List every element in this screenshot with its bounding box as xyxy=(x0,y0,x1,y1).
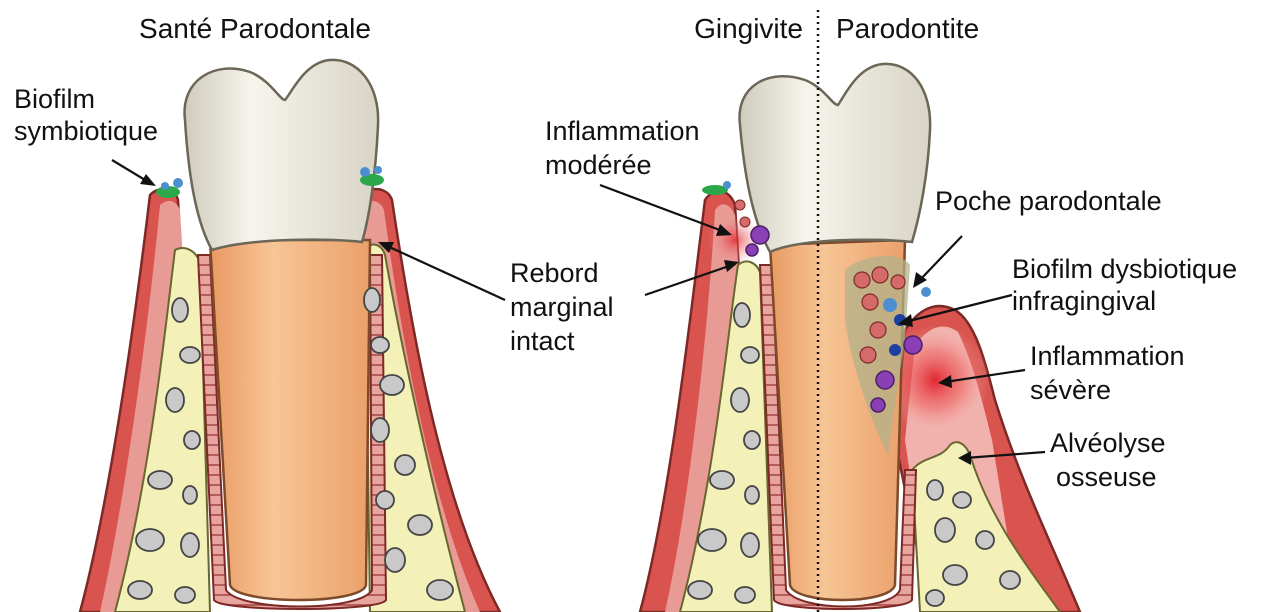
title-periodontitis: Parodontite xyxy=(836,13,979,44)
label-rebord-marginal: Rebord marginal intact xyxy=(510,258,621,356)
diseased-crown xyxy=(740,64,931,252)
label-inflammation-severe: Inflammation sévère xyxy=(1030,341,1192,405)
title-healthy: Santé Parodontale xyxy=(139,13,371,44)
label-alveolyse: Alvéolyse osseuse xyxy=(1050,428,1173,492)
healthy-root xyxy=(210,240,370,600)
label-poche-parodontale: Poche parodontale xyxy=(935,186,1162,216)
title-gingivitis: Gingivite xyxy=(694,13,803,44)
label-inflammation-moderate: Inflammation modérée xyxy=(545,116,707,180)
label-biofilm-symbiotic: Biofilm symbiotique xyxy=(14,84,158,146)
healthy-crown xyxy=(185,60,379,250)
label-biofilm-dysbiotic: Biofilm dysbiotique infragingival xyxy=(1012,254,1245,316)
